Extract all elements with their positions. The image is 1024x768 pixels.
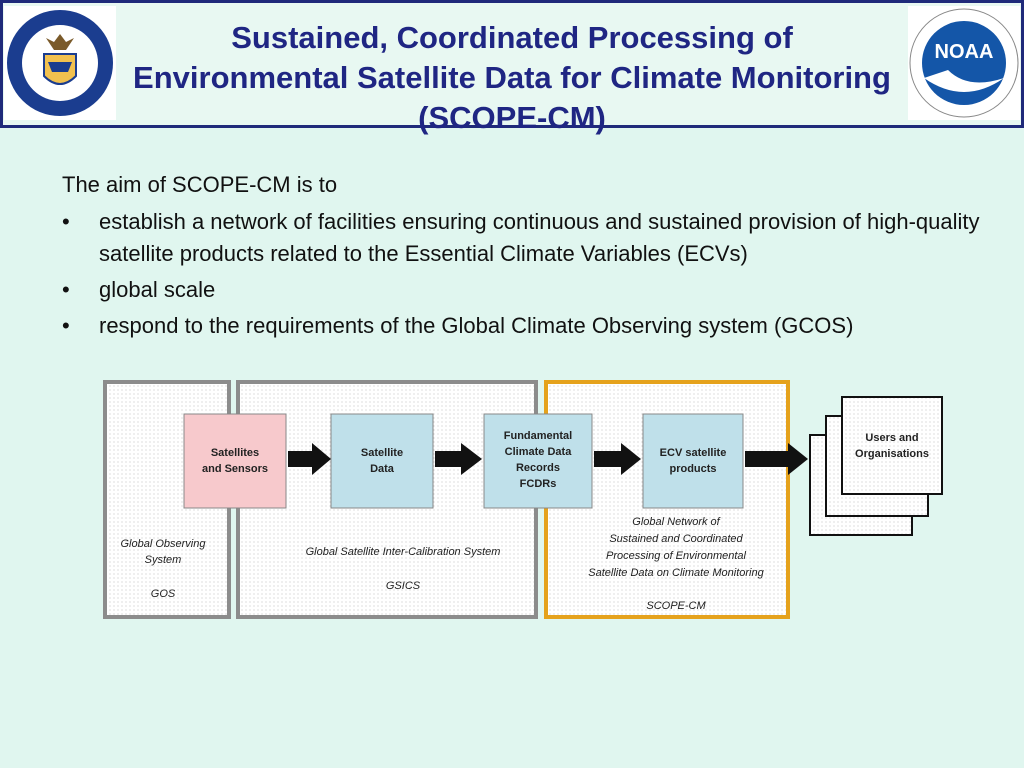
gos-caption-1: Global Observing [121,538,207,550]
fcdr-label-4: FCDRs [520,478,557,490]
satellites-label-2: and Sensors [202,463,268,475]
noaa-logo-text: NOAA [935,41,994,63]
scope-caption-3: Processing of Environmental [606,550,747,562]
bullet-item: • global scale [62,274,982,306]
users-label-2: Organisations [855,448,929,460]
noaa-logo-icon: NOAA [909,8,1019,118]
bullet-text: establish a network of facilities ensuri… [99,209,980,266]
bullet-glyph: • [62,209,70,234]
department-of-commerce-seal-icon [7,10,113,116]
satellite-data-box [330,413,434,509]
gsics-caption: Global Satellite Inter-Calibration Syste… [306,546,501,558]
gos-caption-2: System [145,554,182,566]
intro-text: The aim of SCOPE-CM is to [62,172,338,197]
fcdr-label-1: Fundamental [504,430,572,442]
users-label-1: Users and [865,432,918,444]
bullet-text: global scale [99,277,216,302]
title-line-1: Sustained, Coordinated Processing of [231,20,793,55]
bullet-glyph: • [62,313,70,338]
ecv-label-2: products [669,463,716,475]
aim-bullet-list: • establish a network of facilities ensur… [62,206,982,346]
title-line-3: (SCOPE-CM) [418,100,606,135]
satellites-label-1: Satellites [211,447,259,459]
users-page-front [841,396,943,495]
page-title: Sustained, Coordinated Processing of Env… [0,18,1024,138]
fcdr-box [483,413,593,509]
bullet-text: respond to the requirements of the Globa… [99,313,854,338]
fcdr-label-2: Climate Data [505,446,573,458]
gos-acronym: GOS [151,588,176,600]
satellites-sensors-box [183,413,287,509]
bullet-glyph: • [62,277,70,302]
commerce-seal-logo [4,6,116,120]
arrow-right-icon [435,443,482,475]
scope-acronym: SCOPE-CM [646,600,706,612]
title-banner [0,0,1024,128]
noaa-logo: NOAA [908,6,1020,120]
bullet-item: • establish a network of facilities ensur… [62,206,982,270]
satellite-data-label-2: Data [370,463,395,475]
scope-caption-1: Global Network of [632,516,720,528]
scope-caption-4: Satellite Data on Climate Monitoring [588,567,764,579]
satellite-data-label-1: Satellite [361,447,403,459]
fcdr-label-3: Records [516,462,560,474]
bullet-item: • respond to the requirements of the Glob… [62,310,982,342]
ecv-products-box [642,413,744,509]
arrow-right-icon [288,443,331,475]
gsics-acronym: GSICS [386,580,421,592]
arrow-right-icon [745,443,808,475]
scope-caption-2: Sustained and Coordinated [609,533,743,545]
title-line-2: Environmental Satellite Data for Climate… [133,60,891,95]
ecv-label-1: ECV satellite [660,447,727,459]
arrow-right-icon [594,443,641,475]
